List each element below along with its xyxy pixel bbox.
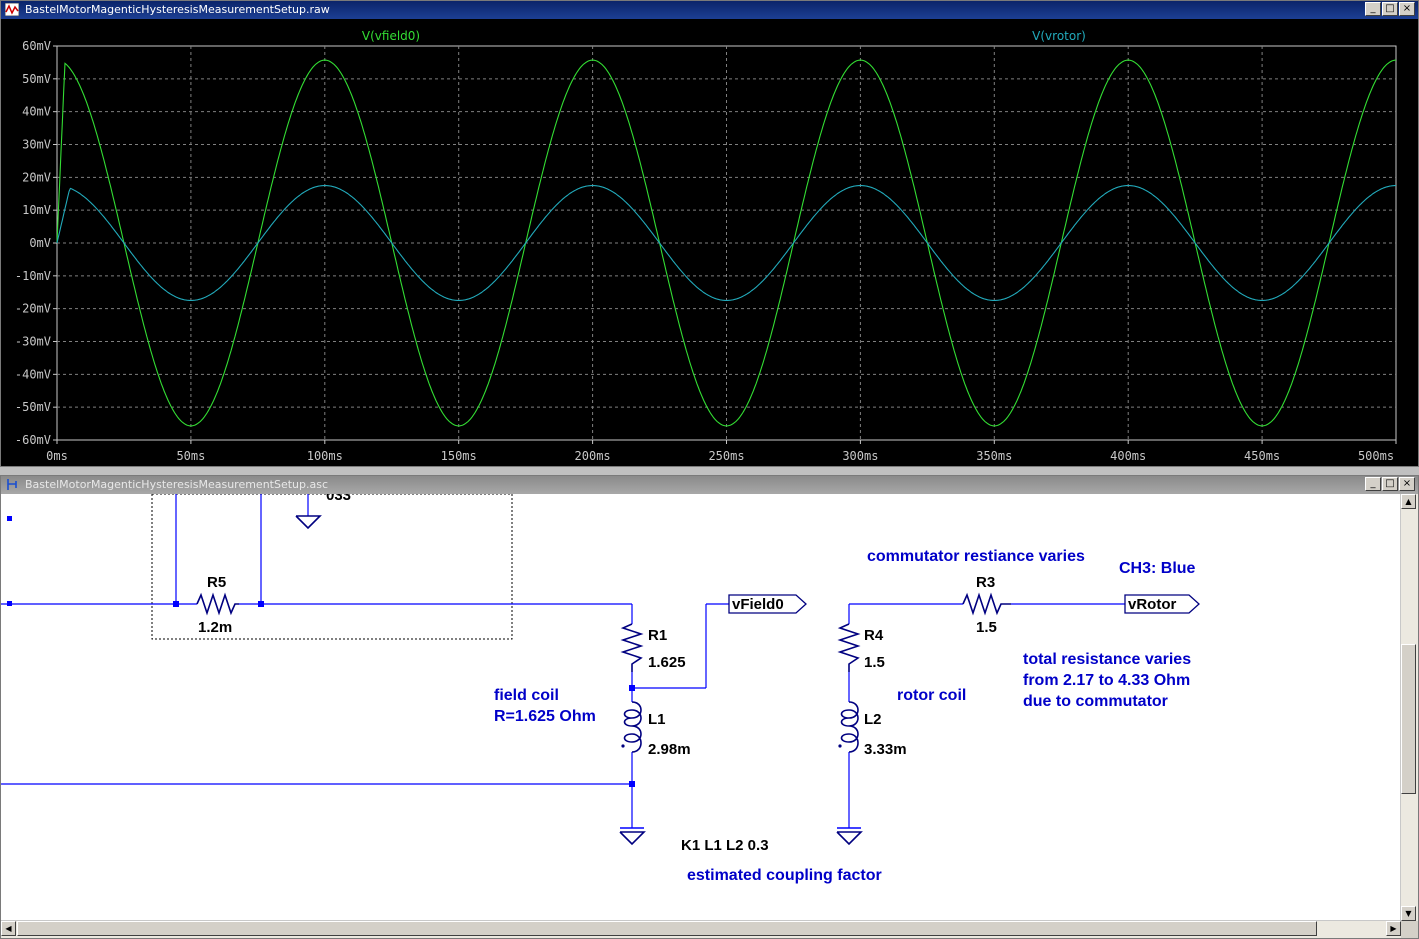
- scroll-right-button[interactable]: ▶: [1386, 921, 1401, 936]
- y-tick-label: -20mV: [15, 302, 51, 316]
- ground-l1-symbol: [619, 831, 646, 846]
- x-tick-label: 450ms: [1244, 449, 1280, 463]
- net-label-vrotor: vRotor: [1128, 596, 1176, 613]
- y-tick-label: 10mV: [22, 203, 51, 217]
- schematic-window-titlebar[interactable]: BastelMotorMagenticHysteresisMeasurement…: [1, 476, 1418, 494]
- y-tick-label: 50mV: [22, 72, 51, 86]
- schematic-canvas[interactable]: vField0 vRotor 033 R5 1.2m R1 1.625 L1 2…: [1, 494, 1401, 922]
- x-tick-label: 500ms: [1358, 449, 1394, 463]
- comment-commutator: commutator restiance varies: [867, 548, 1085, 565]
- schematic-background: [1, 494, 1401, 922]
- resistor-r3-symbol: [962, 592, 1011, 616]
- horizontal-scroll-thumb[interactable]: [17, 921, 1317, 936]
- comment-total-1: total resistance varies: [1023, 651, 1191, 668]
- r1-value: 1.625: [648, 654, 686, 671]
- trace-label-vvrotor[interactable]: V(vrotor): [1032, 29, 1086, 43]
- wires: [1, 494, 1125, 828]
- y-tick-label: -30mV: [15, 335, 51, 349]
- comment-field-resistance: R=1.625 Ohm: [494, 708, 596, 725]
- r1-name: R1: [648, 627, 667, 644]
- x-tick-label: 100ms: [307, 449, 343, 463]
- l2-name: L2: [864, 711, 882, 728]
- maximize-button[interactable]: □: [1382, 477, 1398, 491]
- x-tick-label: 200ms: [575, 449, 611, 463]
- x-tick-label: 250ms: [708, 449, 744, 463]
- y-tick-label: -50mV: [15, 400, 51, 414]
- ground-l2-symbol: [836, 831, 863, 846]
- dotted-box: [151, 494, 513, 640]
- schematic-icon: [7, 479, 17, 490]
- comment-total-2: from 2.17 to 4.33 Ohm: [1023, 672, 1190, 689]
- coupling-directive[interactable]: K1 L1 L2 0.3: [681, 837, 769, 854]
- r3-value: 1.5: [976, 619, 997, 636]
- x-tick-label: 300ms: [842, 449, 878, 463]
- resistor-r4-symbol: [837, 623, 861, 672]
- net-flag-vfield0[interactable]: vField0: [728, 594, 807, 614]
- scroll-down-button[interactable]: ▼: [1401, 906, 1416, 921]
- trace-label-vvfield0[interactable]: V(vfield0): [362, 29, 420, 43]
- resistor-r1-symbol: [620, 623, 644, 672]
- close-button[interactable]: ×: [1399, 2, 1415, 16]
- x-tick-label: 50ms: [176, 449, 205, 463]
- l2-phase-dot: [838, 744, 842, 748]
- schematic-window: BastelMotorMagenticHysteresisMeasurement…: [0, 475, 1419, 939]
- l2-value: 3.33m: [864, 741, 907, 758]
- scroll-left-button[interactable]: ◀: [1, 921, 16, 936]
- plot-window: BastelMotorMagenticHysteresisMeasurement…: [0, 0, 1419, 467]
- comment-coupling: estimated coupling factor: [687, 867, 882, 884]
- trace-vvfield0[interactable]: [56, 59, 1397, 427]
- scrollbar-corner: [1401, 921, 1418, 938]
- cut-off-label: 033: [326, 494, 351, 504]
- r5-name: R5: [207, 574, 226, 591]
- inductor-l1-symbol: [623, 701, 642, 753]
- x-tick-label: 350ms: [976, 449, 1012, 463]
- plot-window-titlebar[interactable]: BastelMotorMagenticHysteresisMeasurement…: [1, 1, 1418, 19]
- comment-ch3: CH3: Blue: [1119, 560, 1196, 577]
- minimize-button[interactable]: _: [1365, 477, 1381, 491]
- comment-rotor-coil: rotor coil: [897, 687, 966, 704]
- y-tick-label: 20mV: [22, 170, 51, 184]
- y-tick-label: 60mV: [22, 39, 51, 53]
- maximize-button[interactable]: □: [1382, 2, 1398, 16]
- scroll-up-button[interactable]: ▲: [1401, 494, 1416, 509]
- y-tick-label: 0mV: [29, 236, 51, 250]
- minimize-button[interactable]: _: [1365, 2, 1381, 16]
- resistor-r5-symbol: [196, 592, 239, 616]
- y-tick-label: 30mV: [22, 138, 51, 152]
- ground-top-symbol: [295, 515, 322, 530]
- y-tick-label: -60mV: [15, 433, 51, 447]
- waveform-plot[interactable]: 0ms 50ms 100ms 150ms 200ms 250ms 300ms 350ms 400…: [1, 19, 1418, 466]
- l1-phase-dot: [621, 744, 625, 748]
- x-tick-label: 150ms: [441, 449, 477, 463]
- y-tick-label: -40mV: [15, 367, 51, 381]
- comment-field-coil: field coil: [494, 687, 559, 704]
- vertical-scroll-thumb[interactable]: [1401, 644, 1416, 794]
- l1-value: 2.98m: [648, 741, 691, 758]
- r4-name: R4: [864, 627, 884, 644]
- horizontal-scrollbar[interactable]: ◀ ▶: [1, 920, 1401, 938]
- plot-window-title: BastelMotorMagenticHysteresisMeasurement…: [25, 3, 330, 16]
- y-tick-label: -10mV: [15, 269, 51, 283]
- r3-name: R3: [976, 574, 995, 591]
- r4-value: 1.5: [864, 654, 885, 671]
- x-tick-label: 400ms: [1110, 449, 1146, 463]
- junctions: [7, 516, 635, 787]
- l1-name: L1: [648, 711, 666, 728]
- trace-vvrotor[interactable]: [56, 184, 1397, 302]
- vertical-scrollbar[interactable]: ▲ ▼: [1400, 494, 1418, 921]
- inductor-l2-symbol: [840, 701, 859, 753]
- net-label-vfield0: vField0: [732, 596, 784, 613]
- waveform-icon: [5, 3, 19, 16]
- x-tick-label: 0ms: [46, 449, 68, 463]
- net-flag-vrotor[interactable]: vRotor: [1124, 594, 1200, 614]
- schematic-window-title: BastelMotorMagenticHysteresisMeasurement…: [25, 478, 329, 491]
- r5-value: 1.2m: [198, 619, 232, 636]
- y-tick-label: 40mV: [22, 105, 51, 119]
- comment-total-3: due to commutator: [1023, 693, 1168, 710]
- close-button[interactable]: ×: [1399, 477, 1415, 491]
